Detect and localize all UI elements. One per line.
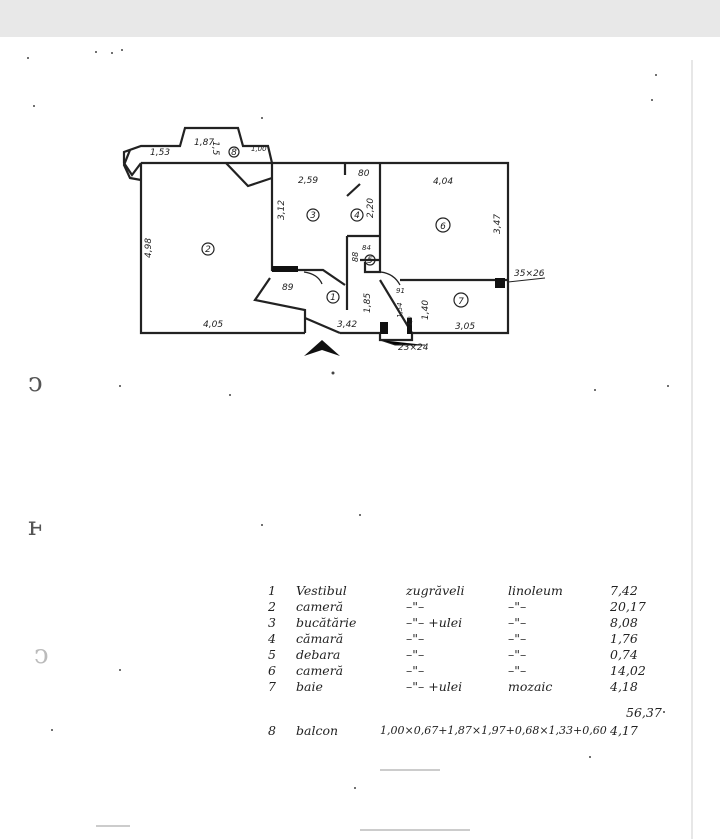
dimension-label: 4,05 [203,320,223,330]
dimension-label: 80 [358,169,370,179]
dimension-label: 3,42 [337,320,357,330]
legend-row: 5 debara –"– –"– 0,74 [268,647,638,662]
top-bar [0,0,720,37]
dimension-label: 1,00 [251,145,267,153]
room-number: 2 [205,245,211,255]
dimension-label: 91 [396,287,405,295]
dimension-label: 3,12 [277,200,287,220]
dimension-label: 1,5 [210,141,220,156]
legend-row: 6 cameră –"– –"– 14,02 [268,663,646,678]
legend-row: 7 baie –"– +ulei mozaic 4,18 [268,679,638,694]
dimension-label: 1,0 [407,316,414,326]
dimension-label: 2,59 [298,176,318,186]
dimension-label: 1,85 [363,293,373,313]
dimension-label: 2,20 [366,198,376,218]
legend-row: 3 bucătărie –"– +ulei –"– 8,08 [268,615,638,630]
scanned-sheet [0,37,720,839]
room-number: 3 [310,211,316,221]
dimension-label: 3,05 [455,322,475,332]
dimension-label: 4,98 [144,238,154,258]
legend-row: 2 cameră –"– –"– 20,17 [268,599,646,614]
margin-mark: ⱶ [28,512,43,542]
dimension-label: 89 [282,283,294,293]
entrance-arrow-icon [304,340,340,356]
dimension-label: 1,40 [421,300,431,320]
dimension-label: 3,47 [493,214,503,234]
dimension-label: 1,53 [150,148,170,158]
dimension-label: 4,04 [433,177,453,187]
room-number: 6 [440,222,446,232]
margin-mark: ↄ [28,368,43,398]
room-number: 7 [458,297,464,307]
room-number: 1 [330,293,336,303]
dimension-label: 1,87 [194,138,214,148]
dimension-label: 35×26 [514,269,545,279]
outer-wall [139,163,305,335]
outer-wall-right [141,161,510,342]
dimension-label: 88 [351,252,360,262]
total-area: 56,37 [626,705,662,720]
dimension-label: 84 [362,244,371,252]
room-number: 5 [367,256,373,266]
room-number: 8 [231,148,237,158]
legend-row: 1 Vestibul zugrăveli linoleum 7,42 [268,583,638,598]
dimension-label: 1,54 [396,302,404,318]
margin-mark: ↄ [34,640,49,670]
dimension-label: 23×24 [398,343,429,353]
legend-row: 4 cămară –"– –"– 1,76 [268,631,638,646]
balcony-outline [122,126,274,177]
room-number: 4 [354,211,360,221]
